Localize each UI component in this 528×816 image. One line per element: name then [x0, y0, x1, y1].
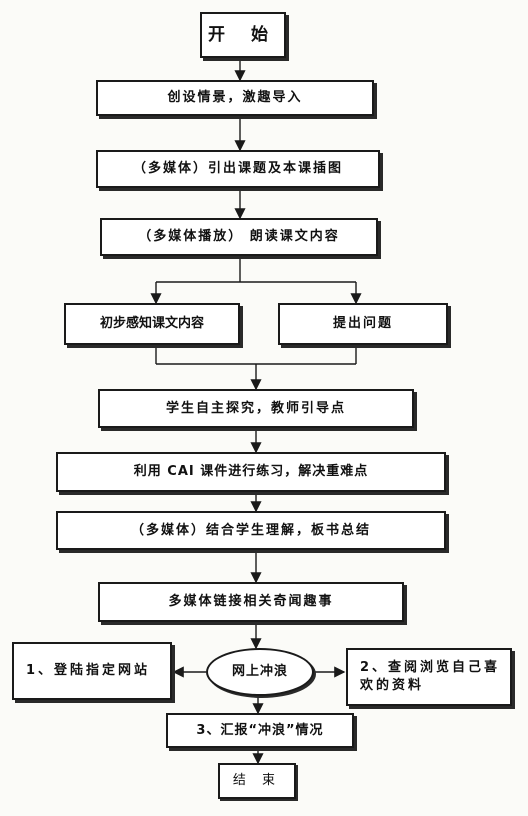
practice-box: 利用 CAI 课件进行练习，解决重难点: [56, 452, 446, 492]
end-box: 结 束: [218, 763, 296, 799]
report-label: 3、汇报“冲浪”情况: [196, 722, 324, 738]
lead-label: （多媒体）引出课题及本课插图: [132, 161, 343, 177]
intro-label: 创设情景，激趣导入: [167, 90, 303, 106]
surf-ellipse: 网上冲浪: [206, 648, 314, 696]
browse-label: 2、查阅浏览自己喜欢的资料: [360, 660, 501, 693]
browse-box: 2、查阅浏览自己喜欢的资料: [346, 648, 512, 706]
start-label: 开 始: [208, 24, 278, 45]
login-label: 1、登陆指定网站: [26, 663, 151, 679]
read-box: （多媒体播放） 朗读课文内容: [100, 218, 378, 256]
perceive-box: 初步感知课文内容: [64, 303, 240, 345]
read-label: （多媒体播放） 朗读课文内容: [138, 229, 340, 245]
explore-label: 学生自主探究，教师引导点: [165, 400, 346, 416]
perceive-label: 初步感知课文内容: [99, 316, 204, 332]
intro-box: 创设情景，激趣导入: [96, 80, 374, 116]
lead-box: （多媒体）引出课题及本课插图: [96, 150, 380, 188]
report-box: 3、汇报“冲浪”情况: [166, 713, 354, 748]
practice-label: 利用 CAI 课件进行练习，解决重难点: [133, 464, 369, 480]
summary-box: （多媒体）结合学生理解，板书总结: [56, 511, 446, 550]
surf-label: 网上冲浪: [231, 664, 288, 680]
explore-box: 学生自主探究，教师引导点: [98, 389, 414, 428]
summary-label: （多媒体）结合学生理解，板书总结: [130, 522, 371, 538]
links-box: 多媒体链接相关奇闻趣事: [98, 582, 404, 622]
ask-box: 提出问题: [278, 303, 448, 345]
login-box: 1、登陆指定网站: [12, 642, 172, 700]
links-label: 多媒体链接相关奇闻趣事: [168, 594, 334, 610]
ask-label: 提出问题: [332, 316, 393, 332]
end-label: 结 束: [232, 773, 282, 789]
start-box: 开 始: [200, 12, 286, 58]
